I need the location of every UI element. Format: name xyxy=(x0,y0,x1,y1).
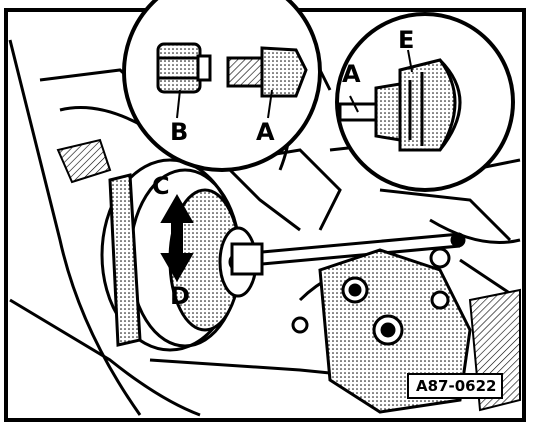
leader-lines xyxy=(176,49,413,119)
detail-circle-nut xyxy=(122,0,322,172)
label-d-pulley: D xyxy=(170,282,190,310)
label-c-pulley: C xyxy=(152,172,170,200)
label-b-detail: B xyxy=(170,118,188,146)
lower-bracket xyxy=(291,248,472,414)
figure-id-box: A87-0622 xyxy=(407,373,503,399)
detail-circle-joint xyxy=(335,12,515,192)
label-a-detail: A xyxy=(256,118,275,146)
label-a-main: A xyxy=(342,60,361,88)
hatched-bracket xyxy=(56,138,112,184)
adjust-direction-arrow xyxy=(160,193,194,283)
adjusting-rod xyxy=(230,232,466,276)
figure-id: A87-0622 xyxy=(416,377,496,395)
label-e-main: E xyxy=(398,26,414,54)
engine-background xyxy=(8,18,521,417)
